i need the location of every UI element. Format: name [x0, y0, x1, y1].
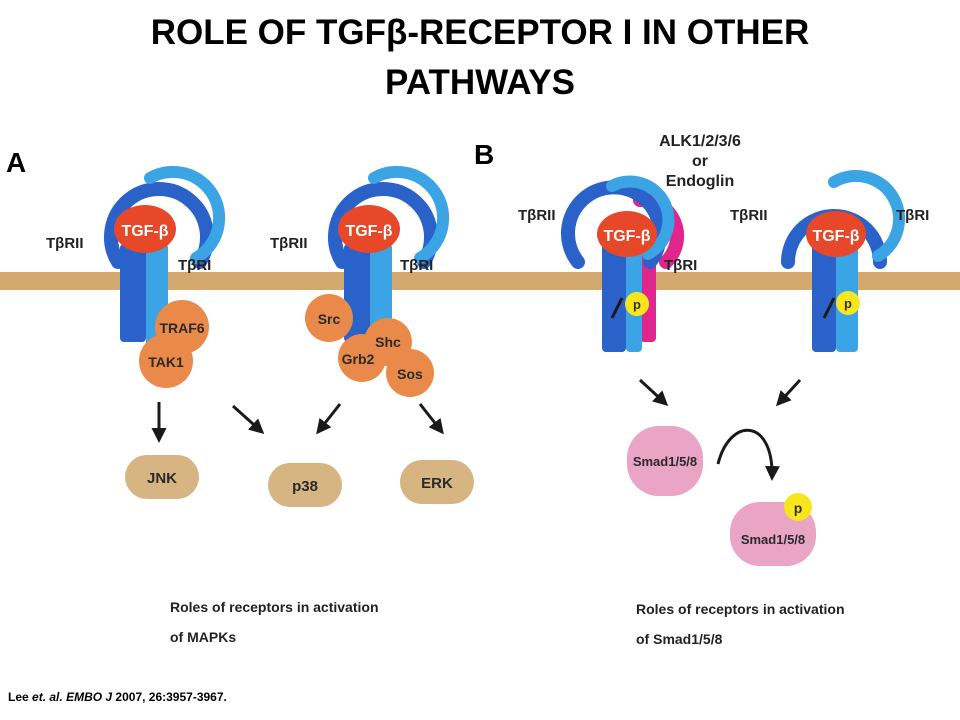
tbri-label: TβRI [178, 257, 211, 274]
citation-authors: Lee [8, 690, 29, 704]
phospho-smad-label: Smad1/5/8 [741, 532, 805, 547]
panel-a-caption-line2: of MAPKs [170, 629, 236, 645]
p38-label: p38 [292, 478, 318, 495]
grb2-label: Grb2 [342, 351, 375, 367]
panel-a-letter: A [6, 147, 26, 178]
coreceptor-label-line3: Endoglin [666, 173, 734, 190]
tbrii-label: TβRII [270, 235, 308, 252]
arrow-smad-phosphorylation [716, 428, 780, 481]
arrow-receptor-smad-left [638, 378, 669, 407]
shc-label: Shc [375, 334, 401, 350]
tbrii-label: TβRII [518, 207, 556, 224]
tbri-label: TβRI [896, 207, 929, 224]
panel-b-letter: B [474, 139, 494, 170]
erk-node [400, 460, 474, 504]
p38-node [268, 463, 342, 507]
citation-details: 2007, 26:3957-3967. [115, 690, 227, 704]
phospho-dot [784, 493, 812, 521]
ligand-label: TGF-β [345, 223, 392, 240]
phospho-label: p [794, 500, 803, 516]
tbrii-label: TβRII [730, 207, 768, 224]
smad-node [627, 426, 703, 496]
ligand-label: TGF-β [812, 228, 859, 245]
panel-b-receptor-right: TGF-β p [781, 169, 906, 352]
arrow-receptor-smad-right [775, 378, 802, 407]
slide-title: ROLE OF TGFβ-RECEPTOR I IN OTHER PATHWAY… [150, 13, 810, 102]
src-node [305, 294, 353, 342]
citation: Lee et. al. EMBO J 2007, 26:3957-3967. [8, 690, 227, 704]
coreceptor-label-line2: or [692, 153, 708, 170]
panel-b-receptor-left: TGF-β p [561, 175, 685, 352]
phospho-label: p [633, 297, 641, 312]
src-label: Src [318, 311, 341, 327]
coreceptor-label-line1: ALK1/2/3/6 [659, 133, 741, 150]
panel-b-caption-line2: of Smad1/5/8 [636, 631, 723, 647]
smad-label: Smad1/5/8 [633, 454, 697, 469]
phospho-label: p [844, 296, 852, 311]
phospho-dot [836, 291, 860, 315]
grb2-node [338, 334, 386, 382]
phospho-dot [625, 292, 649, 316]
jnk-label: JNK [147, 470, 177, 487]
erk-label: ERK [421, 475, 453, 492]
tbri-label: TβRI [400, 257, 433, 274]
panel-a-caption-line1: Roles of receptors in activation [170, 599, 379, 615]
citation-journal: EMBO J [66, 690, 113, 704]
sos-node [386, 349, 434, 397]
tak1-node [139, 334, 193, 388]
arrow-tak1-p38 [231, 404, 265, 435]
ligand-label: TGF-β [121, 223, 168, 240]
jnk-node [125, 455, 199, 499]
sos-label: Sos [397, 366, 423, 382]
arrow-sos-erk [418, 403, 444, 435]
tbri-label: TβRI [664, 257, 697, 274]
ligand-label: TGF-β [603, 228, 650, 245]
tak1-label: TAK1 [148, 354, 184, 370]
cell-membrane [0, 272, 960, 290]
arrow-grb2-p38 [316, 403, 342, 435]
citation-etal: et. al. [32, 690, 63, 704]
traf6-label: TRAF6 [159, 320, 204, 336]
panel-b-caption-line1: Roles of receptors in activation [636, 601, 845, 617]
tbrii-label: TβRII [46, 235, 84, 252]
